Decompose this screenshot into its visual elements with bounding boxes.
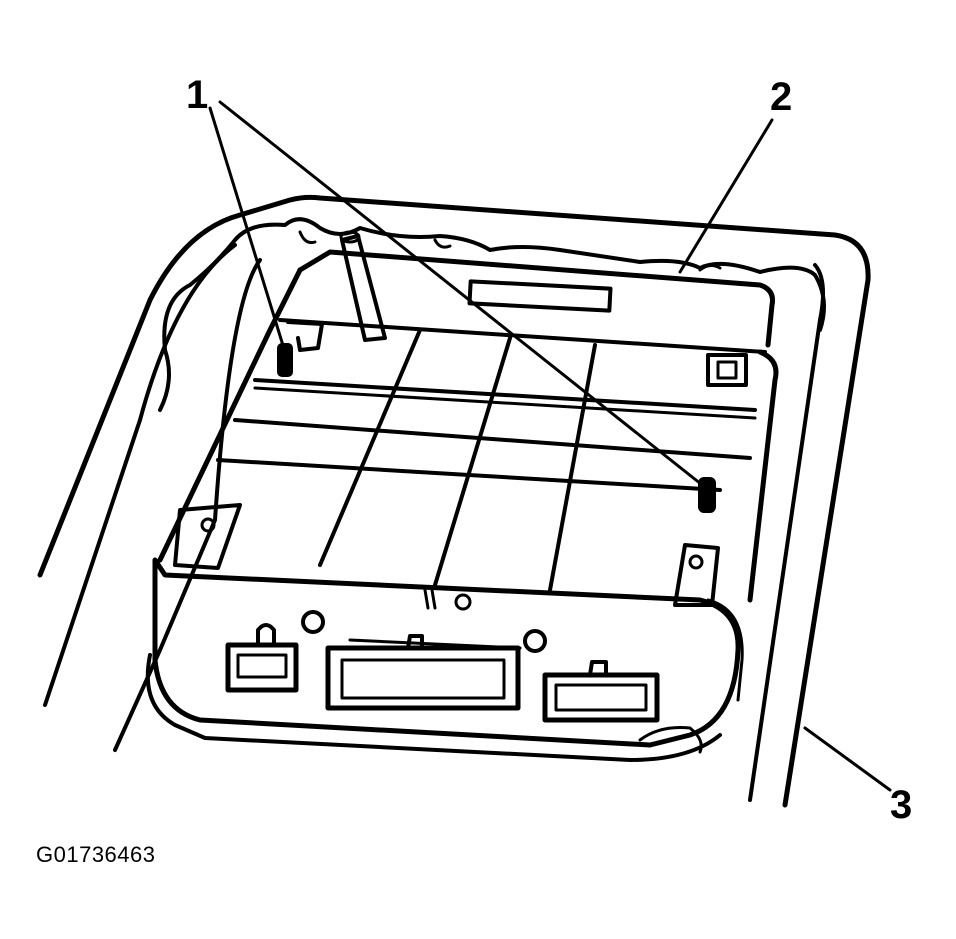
- figure-id: G01736463: [36, 842, 156, 867]
- leader-lines: [208, 100, 892, 792]
- callout-3: 3: [890, 783, 912, 827]
- callout-2: 2: [770, 75, 792, 119]
- connector-medium: [542, 660, 660, 723]
- callout-1: 1: [186, 73, 208, 117]
- panel-opening-edge: [158, 217, 826, 412]
- connector-large: [325, 634, 522, 711]
- module-body: [157, 230, 779, 607]
- module-front-face: [145, 557, 744, 762]
- connector-small: [225, 623, 299, 693]
- fastener-left: [277, 343, 293, 377]
